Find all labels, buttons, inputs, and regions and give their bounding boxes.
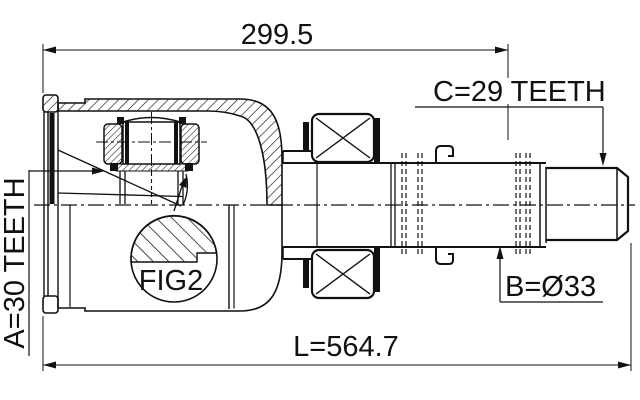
- boot-clamp-small-top: [303, 122, 309, 151]
- housing-body: [42, 94, 283, 314]
- dim-text-width: 299.5: [241, 19, 314, 51]
- leader-arrowhead: [92, 167, 105, 175]
- boot-clamp-large-top: [374, 118, 380, 163]
- detail-callout-fig2: FIG2: [130, 176, 218, 303]
- tripod-roller-left: [103, 123, 123, 165]
- label-spline-c: C=29 TEETH: [415, 76, 607, 166]
- label-text-spline-c: C=29 TEETH: [433, 76, 606, 108]
- label-text-diameter-b: B=Ø33: [505, 271, 596, 303]
- dim-text-length: L=564.7: [293, 331, 399, 363]
- inner-tripod-joint: [57, 112, 207, 207]
- housing-wall-section: [57, 98, 283, 206]
- damper-clip-top: [435, 145, 454, 163]
- boot-clamp-large-bottom: [374, 247, 380, 292]
- label-diameter-b: B=Ø33: [496, 246, 603, 303]
- dimension-length: L=564.7: [42, 243, 632, 371]
- dim-arrowhead-right: [495, 46, 508, 54]
- dim-arrowhead-right: [618, 361, 631, 369]
- rubber-boot: [310, 112, 380, 300]
- splined-shaft-end: [546, 166, 630, 242]
- label-spline-a: A=30 TEETH: [0, 167, 105, 356]
- fig2-label: FIG2: [139, 265, 203, 297]
- callout-arrowhead: [179, 176, 187, 188]
- tripod-roller-right: [180, 123, 200, 165]
- housing-neck: [282, 122, 313, 288]
- leader-arrowhead: [599, 153, 607, 166]
- internal-circlip: [49, 113, 55, 204]
- housing-rim-bottom-cap: [42, 295, 59, 314]
- boot-clamp-small-bottom: [303, 259, 309, 288]
- housing-bottom-profile: [58, 205, 283, 312]
- spline-hidden-lines: [401, 153, 531, 257]
- housing-rim-top-cap: [42, 94, 59, 113]
- drive-shaft: [283, 145, 547, 265]
- label-text-spline-a: A=30 TEETH: [0, 177, 31, 348]
- damper-clip-bottom: [435, 247, 454, 265]
- dim-arrowhead-left: [43, 46, 56, 54]
- dimension-299-5: 299.5: [42, 19, 509, 140]
- leader-arrowhead: [496, 246, 504, 259]
- groove-section-detail: [130, 214, 218, 263]
- dim-arrowhead-left: [43, 361, 56, 369]
